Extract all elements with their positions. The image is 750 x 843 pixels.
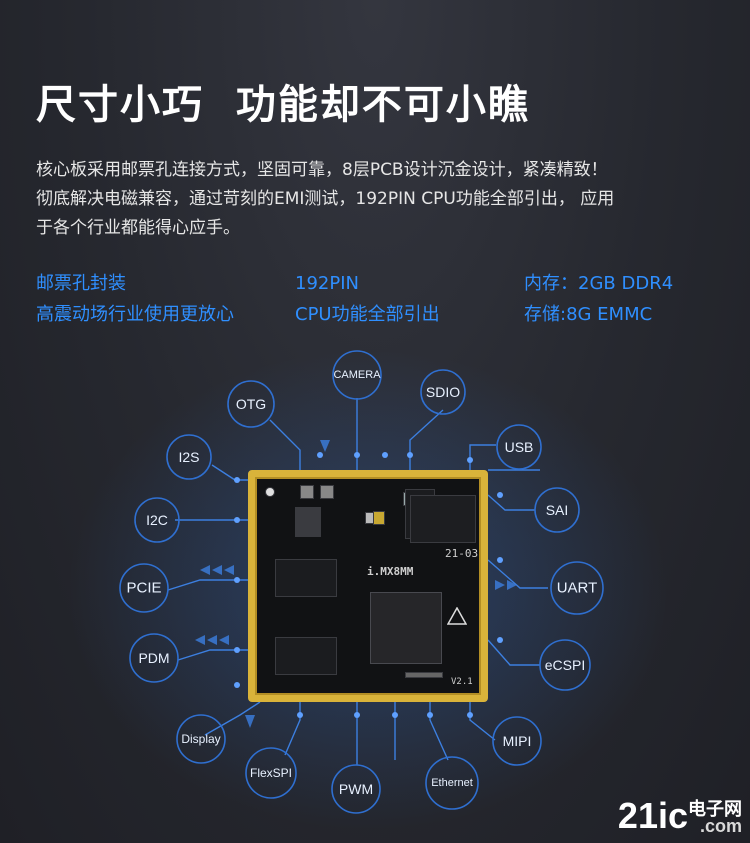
watermark-domain: .com bbox=[699, 816, 742, 836]
node-usb bbox=[496, 424, 542, 470]
arrow-down-icon bbox=[320, 440, 330, 452]
description-line-1: 核心板采用邮票孔连接方式，坚固可靠，8层PCB设计沉金设计，紧凑精致！ bbox=[36, 160, 608, 180]
ddr-chip-1 bbox=[275, 559, 337, 597]
feature-pins: 192PIN CPU功能全部引出 bbox=[295, 268, 440, 330]
description: 核心板采用邮票孔连接方式，坚固可靠，8层PCB设计沉金设计，紧凑精致！ 彻底解决… bbox=[36, 156, 726, 243]
connection-dots bbox=[234, 452, 503, 718]
node-i2s bbox=[166, 434, 212, 480]
ddr-chip-2 bbox=[275, 637, 337, 675]
node-pwm bbox=[331, 764, 381, 814]
component-row bbox=[405, 672, 443, 678]
component bbox=[320, 485, 334, 499]
interface-nodes bbox=[119, 350, 604, 814]
page-title: 尺寸小巧 功能却不可小瞧 bbox=[36, 82, 530, 128]
label-ethernet: Ethernet bbox=[431, 777, 473, 789]
line-pcie bbox=[167, 579, 248, 591]
line-sdio bbox=[409, 409, 444, 470]
line-mipi bbox=[469, 702, 496, 741]
feature-package-title: 邮票孔封装 bbox=[36, 273, 126, 294]
node-uart bbox=[550, 561, 604, 615]
pmic-chip bbox=[295, 507, 321, 537]
chevron-right-icon bbox=[507, 580, 517, 590]
label-display: Display bbox=[181, 732, 221, 746]
board-version: V2.1 bbox=[451, 677, 473, 687]
label-pcie: PCIE bbox=[126, 579, 162, 597]
chevron-left-icon bbox=[207, 635, 217, 645]
node-pcie bbox=[119, 563, 169, 613]
feature-pins-title: 192PIN bbox=[295, 273, 359, 294]
label-pdm: PDM bbox=[138, 650, 170, 666]
description-line-2: 彻底解决电磁兼容，通过苛刻的EMI测试，192PIN CPU功能全部引出， 应用 bbox=[36, 189, 615, 209]
feature-package: 邮票孔封装 高震动场行业使用更放心 bbox=[36, 268, 234, 330]
label-ecspi: eCSPI bbox=[544, 657, 586, 673]
line-sai bbox=[487, 494, 535, 511]
line-ecspi bbox=[487, 639, 540, 666]
warning-icon bbox=[446, 606, 468, 625]
label-i2s: I2S bbox=[178, 449, 200, 465]
component bbox=[300, 485, 314, 499]
label-otg: OTG bbox=[235, 396, 267, 412]
node-sai bbox=[534, 487, 580, 533]
feature-package-detail: 高震动场行业使用更放心 bbox=[36, 304, 234, 325]
label-mipi: MIPI bbox=[502, 733, 532, 749]
label-i2c: I2C bbox=[146, 512, 168, 528]
emmc-chip bbox=[410, 495, 476, 543]
node-pdm bbox=[129, 633, 179, 683]
chevron-left-icon bbox=[195, 635, 205, 645]
label-sdio: SDIO bbox=[425, 384, 461, 400]
feature-pins-detail: CPU功能全部引出 bbox=[295, 304, 440, 325]
watermark-number: 21ic bbox=[617, 795, 688, 836]
mounting-hole bbox=[265, 487, 275, 497]
node-flexspi bbox=[245, 747, 297, 799]
line-uart bbox=[487, 559, 548, 589]
node-otg bbox=[227, 380, 275, 428]
node-ethernet bbox=[425, 756, 479, 810]
soc-chip bbox=[370, 592, 442, 664]
label-uart: UART bbox=[556, 579, 598, 597]
chevron-left-icon bbox=[212, 565, 222, 575]
core-board: i.MX8MM 21-03 V2.1 bbox=[248, 470, 488, 702]
line-display bbox=[204, 701, 261, 736]
chevron-left-icon bbox=[219, 635, 229, 645]
line-ethernet bbox=[429, 702, 449, 761]
node-display bbox=[176, 714, 226, 764]
node-i2c bbox=[134, 497, 180, 543]
label-camera: CAMERA bbox=[333, 369, 381, 381]
feature-memory: 内存：2GB DDR4 存储:8G EMMC bbox=[524, 268, 673, 330]
watermark-cn: 电子网 bbox=[688, 799, 742, 819]
label-usb: USB bbox=[504, 439, 534, 455]
feature-memory-title: 内存：2GB DDR4 bbox=[524, 273, 674, 294]
node-camera bbox=[332, 350, 382, 400]
node-mipi bbox=[492, 716, 542, 766]
label-pwm: PWM bbox=[338, 781, 374, 797]
chevron-right-icon bbox=[495, 580, 505, 590]
node-sdio bbox=[420, 369, 466, 415]
arrow-down-icon bbox=[245, 715, 255, 728]
label-flexspi: FlexSPI bbox=[249, 766, 293, 780]
soc-label: i.MX8MM bbox=[367, 565, 414, 578]
line-flexspi bbox=[284, 702, 301, 756]
description-line-3: 于各个行业都能得心应手。 bbox=[36, 218, 240, 238]
label-sai: SAI bbox=[545, 502, 569, 518]
line-otg bbox=[269, 419, 301, 470]
feature-memory-detail: 存储:8G EMMC bbox=[524, 304, 653, 325]
crystal bbox=[373, 511, 385, 525]
chevron-left-icon bbox=[224, 565, 234, 575]
site-watermark: 21ic电子网 .com bbox=[618, 795, 742, 837]
node-ecspi bbox=[539, 639, 591, 691]
arrow-markers bbox=[195, 440, 517, 728]
chevron-left-icon bbox=[200, 565, 210, 575]
date-code: 21-03 bbox=[445, 547, 479, 560]
